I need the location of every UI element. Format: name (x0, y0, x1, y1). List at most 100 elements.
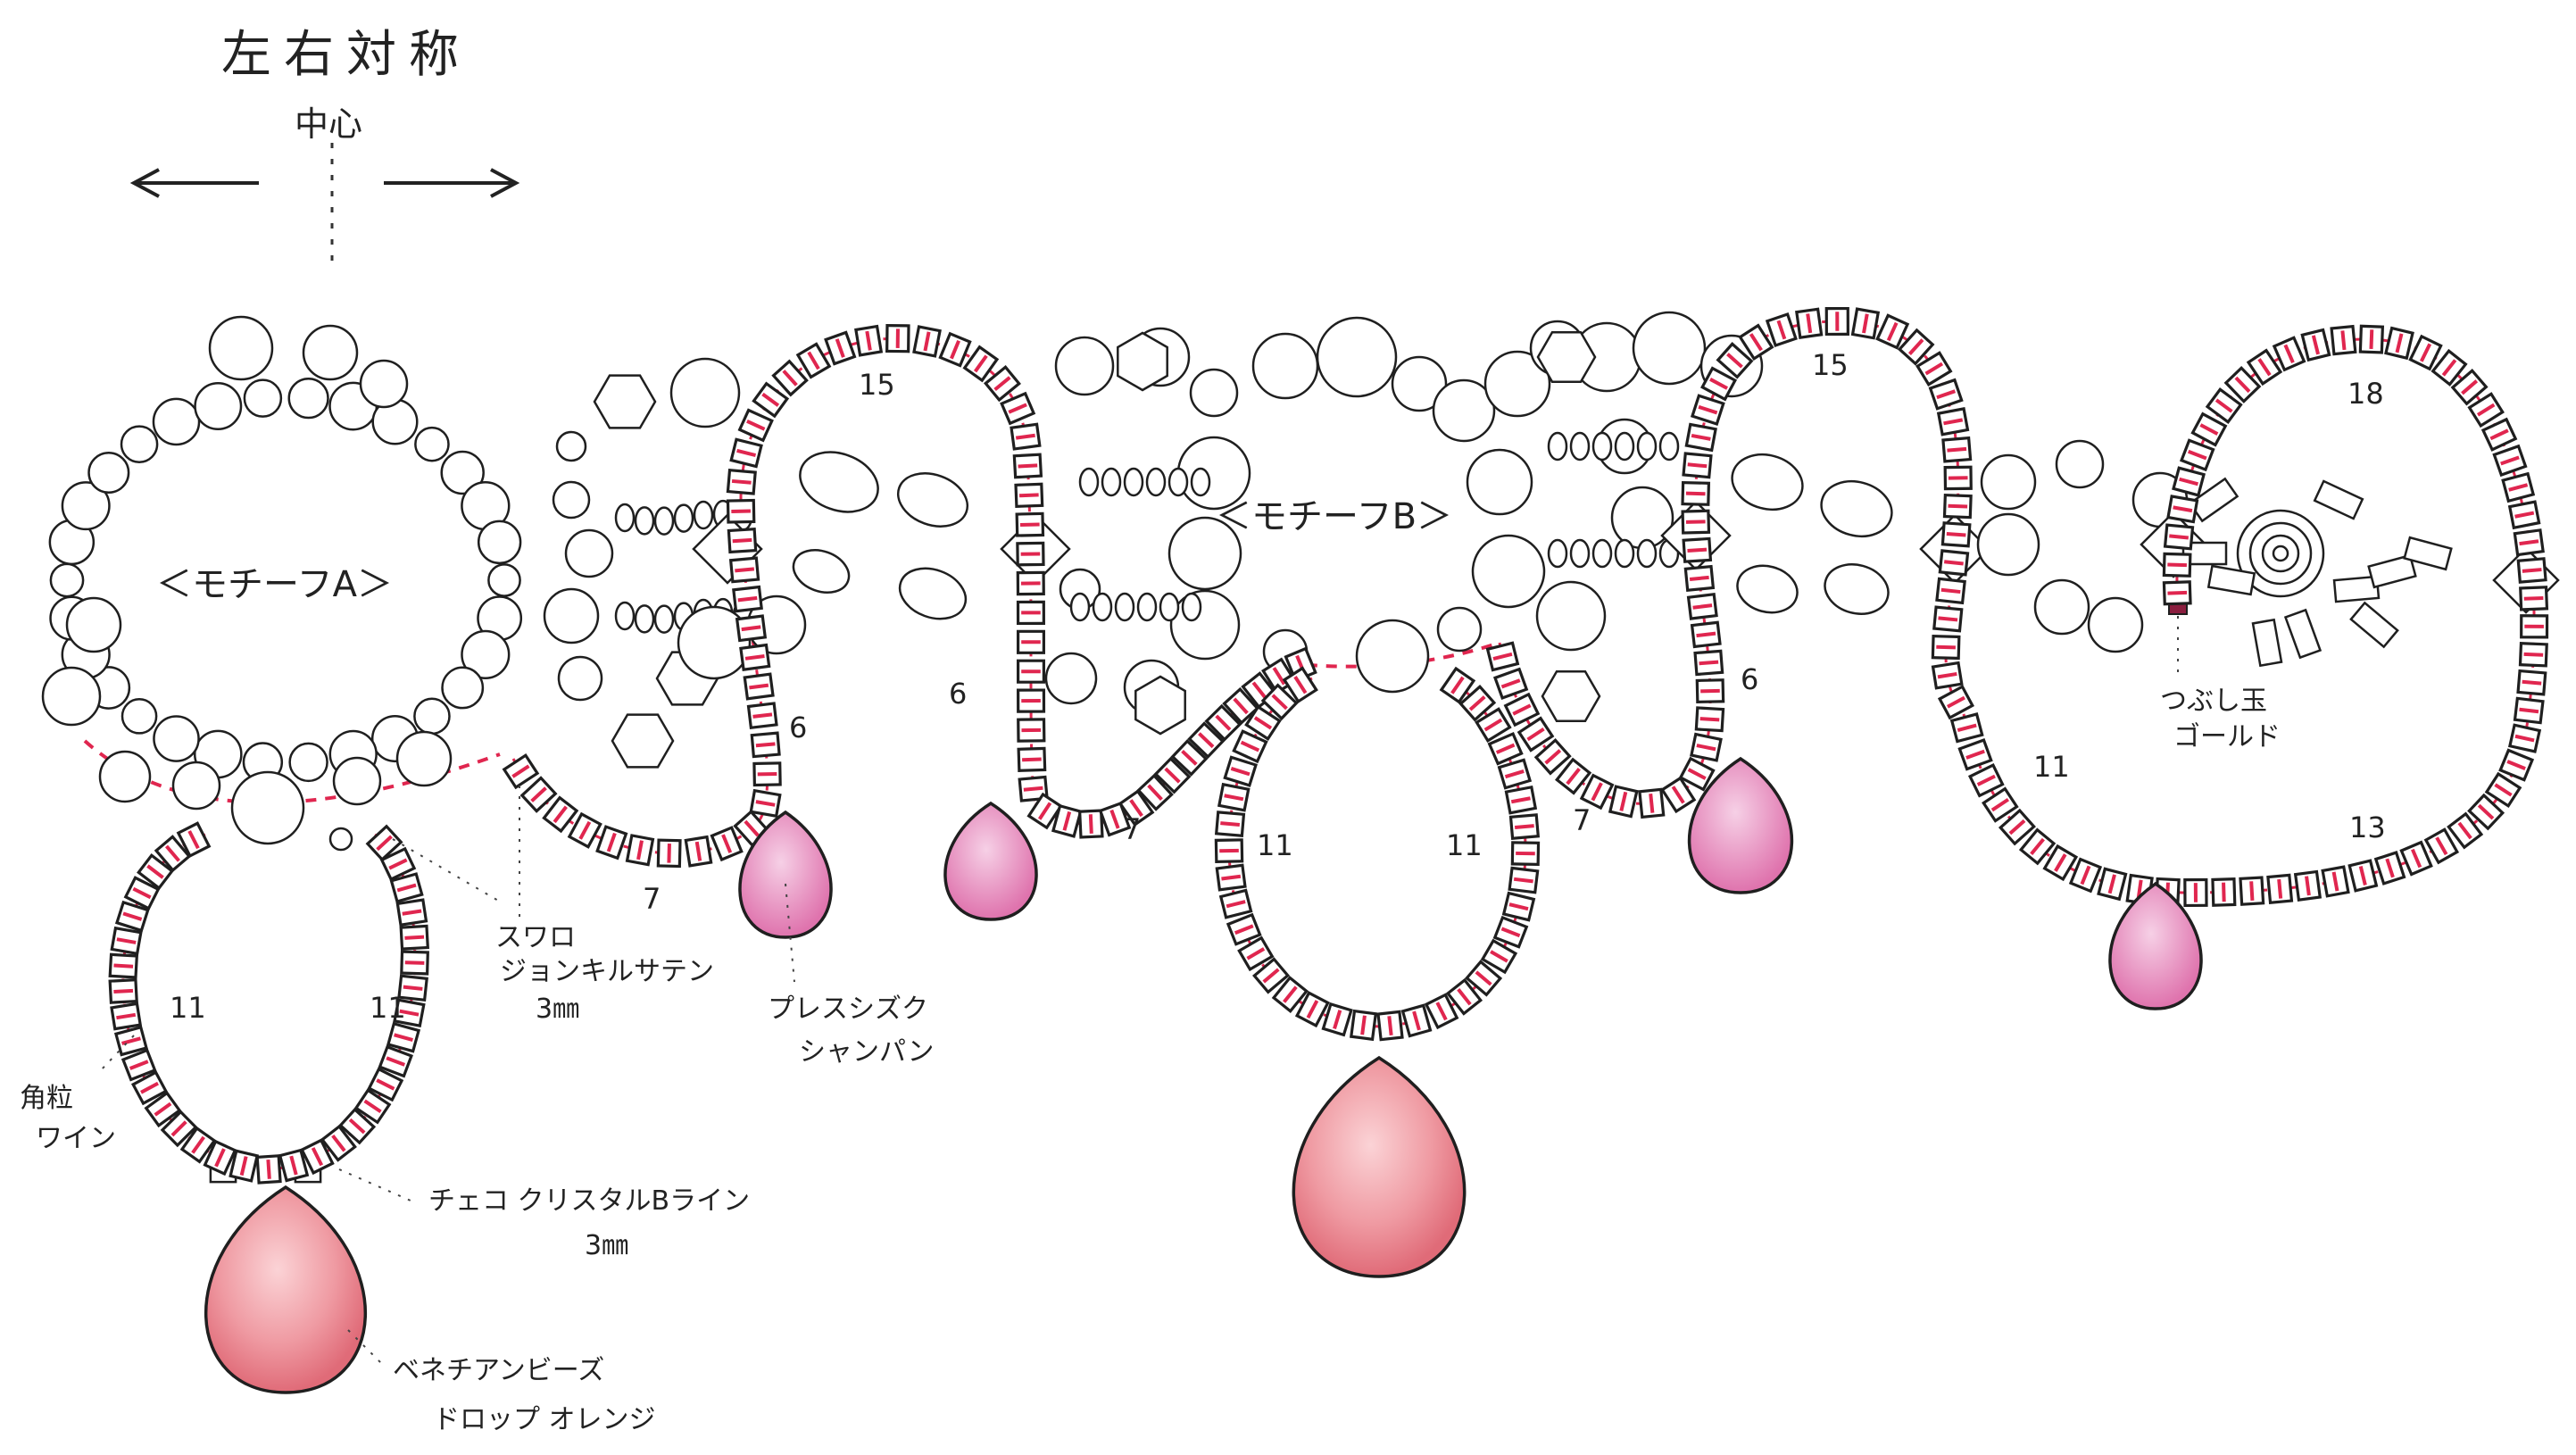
count-b-left: 11 (1257, 828, 1293, 862)
motif-b-center-bead (1357, 620, 1428, 692)
count-c4-bottom: 13 (2349, 811, 2386, 844)
count-c2-bottom: 7 (1123, 812, 1141, 846)
small-oval-bead (1549, 540, 1566, 567)
motif-b-bead (1317, 318, 1396, 396)
motif-a-label: ＜モチーフA＞ (156, 564, 393, 605)
motif-b-label: ＜モチーフB＞ (1216, 496, 1452, 537)
motif-a-bead (43, 668, 100, 725)
arrow-right-icon (384, 170, 516, 196)
callout-kakutsubu-color: ワイン (36, 1123, 116, 1154)
oval-bead (893, 560, 973, 628)
small-oval-bead (1616, 433, 1633, 460)
bugle-bead (2314, 481, 2363, 519)
round-bead (1978, 514, 2039, 575)
round-bead (2035, 580, 2089, 634)
connector-bead (553, 482, 589, 518)
motif-a-ring-bead (289, 378, 328, 418)
small-oval-bead (675, 505, 693, 532)
motif-b-bead (1253, 334, 1317, 398)
motif-a-ring-bead (443, 668, 483, 708)
rose-petal (2273, 546, 2288, 561)
press-drop-champagne (945, 803, 1036, 919)
seed-hole (1021, 669, 1041, 673)
seed-hole (2222, 883, 2226, 902)
callout-press-shizuku-color: シャンパン (799, 1036, 935, 1068)
small-oval-bead (1549, 433, 1566, 460)
small-oval-bead (1102, 469, 1120, 495)
center-label: 中心 (295, 104, 362, 144)
small-oval-bead (1169, 469, 1187, 495)
small-oval-bead (616, 603, 634, 629)
bugle-bead (2253, 619, 2281, 665)
callout-swarovski-color: ジョンキルサテン (500, 956, 714, 987)
callout-czech: チェコ クリスタルBライン (428, 1185, 750, 1217)
callout-press-shizuku: プレスシズク (768, 994, 928, 1025)
callout-tsubushi-color: ゴールド (2173, 721, 2281, 752)
small-oval-bead (655, 606, 673, 633)
count-c3-right: 6 (1741, 662, 1758, 696)
seed-hole (1021, 728, 1041, 732)
small-oval-bead (636, 507, 653, 534)
small-oval-bead (1593, 433, 1611, 460)
motif-a-bead (173, 762, 220, 809)
motif-a-ring-bead (154, 716, 198, 761)
seed-hole (2167, 563, 2187, 568)
small-oval-bead (1593, 540, 1611, 567)
motif-a-bead (334, 758, 380, 804)
seed-hole (2369, 329, 2373, 349)
small-oval-bead (636, 605, 653, 632)
motif-a-bead (210, 317, 272, 379)
callout-venetian: ベネチアンビーズ (393, 1355, 604, 1386)
motif-a-bead (67, 598, 120, 652)
seed-hole (2524, 596, 2544, 601)
seed-hole (1516, 852, 1535, 855)
motif-b-bead (1171, 591, 1239, 659)
seed-hole (758, 772, 777, 776)
round-bead (1612, 487, 1673, 548)
small-oval-bead (694, 502, 712, 528)
seed-hole (1835, 312, 1839, 331)
seed-hole (1020, 522, 1040, 526)
small-oval-bead (1093, 594, 1111, 620)
seed-hole (1021, 611, 1041, 614)
seed-hole (1936, 645, 1956, 650)
count-c3-bottom: 7 (1573, 803, 1591, 837)
oval-bead (1816, 474, 1899, 545)
leader-line (339, 1169, 411, 1201)
motif-b-bead (1056, 337, 1113, 395)
callout-venetian-type: ドロップ オレンジ (433, 1404, 656, 1435)
seed-hole (1021, 699, 1041, 703)
round-bead (1982, 455, 2035, 509)
motif-a-ring-bead (290, 744, 328, 781)
motif-a-ring-bead (488, 564, 519, 595)
faceted-bead (594, 376, 655, 428)
faceted-bead (612, 715, 673, 768)
motif-b-bead (1046, 653, 1096, 703)
motif-a-bead (303, 326, 357, 379)
small-oval-bead (1638, 540, 1656, 567)
seed-hole (1021, 581, 1041, 585)
small-oval-bead (1571, 540, 1589, 567)
motif-a-ring-bead (122, 699, 156, 733)
small-oval-bead (1660, 433, 1678, 460)
seed-hole (731, 510, 751, 513)
callout-swarovski-size: 3㎜ (536, 994, 579, 1025)
seed-hole (1686, 492, 1706, 496)
count-c3-top: 15 (1812, 348, 1849, 382)
motif-b-bead (1191, 370, 1237, 416)
count-c1-top: 15 (859, 368, 895, 402)
connector-bead (557, 432, 586, 461)
header: 左右対称 中心 (134, 26, 516, 268)
bugle-bead (2351, 603, 2397, 646)
swarovski-bead (330, 828, 352, 850)
motif-b-bead (1438, 608, 1481, 651)
count-c4-top: 18 (2347, 377, 2384, 411)
connector-bead (544, 589, 598, 643)
seed-hole (1021, 640, 1041, 644)
seed-hole (1686, 520, 1706, 524)
small-oval-bead (655, 508, 673, 535)
seed-hole (896, 328, 900, 348)
faceted-bead (1542, 671, 1600, 720)
small-oval-bead (1147, 469, 1165, 495)
motif-a-ring-bead (195, 383, 241, 428)
